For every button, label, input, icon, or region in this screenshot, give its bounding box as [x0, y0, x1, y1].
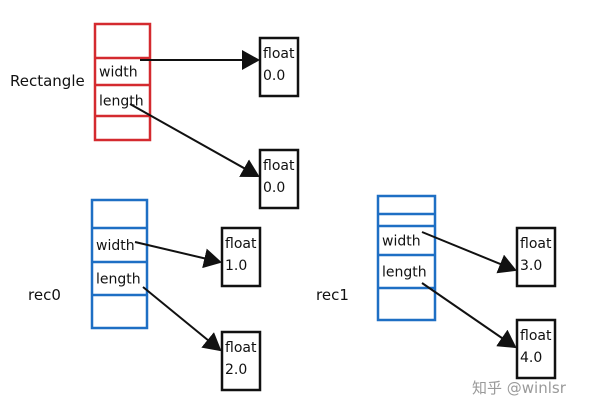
memory-stack-outline [93, 22, 152, 142]
value-type: float [225, 236, 257, 252]
value-box: float 0.0 [258, 36, 300, 98]
value-number: 3.0 [520, 258, 542, 274]
value-box-outline [258, 148, 300, 210]
reference-arrow [421, 282, 517, 349]
reference-arrow [421, 231, 517, 274]
reference-arrow [129, 103, 260, 177]
value-box-outline [515, 318, 557, 380]
watermark-text: 知乎 @winlsr [472, 379, 567, 397]
value-box-outline [258, 36, 300, 98]
value-number: 0.0 [263, 180, 285, 196]
field-label-width: width [96, 238, 135, 254]
field-label-width: width [382, 234, 421, 250]
value-box: float 4.0 [515, 318, 557, 380]
object-rec1: rec1 width float 3.0 length float 4.0 [316, 194, 557, 380]
value-number: 1.0 [225, 258, 247, 274]
object-label: rec0 [28, 286, 61, 304]
value-number: 2.0 [225, 362, 247, 378]
value-type: float [263, 46, 295, 62]
value-type: float [225, 340, 257, 356]
value-box: float 2.0 [220, 330, 262, 392]
object-label: rec1 [316, 286, 349, 304]
reference-arrow [134, 241, 222, 269]
reference-arrow [142, 286, 222, 352]
value-box: float 1.0 [220, 226, 262, 288]
value-box-outline [220, 226, 262, 288]
object-label: Rectangle [10, 72, 85, 90]
value-box: float 0.0 [258, 148, 300, 210]
value-box: float 3.0 [515, 226, 557, 288]
field-label-length: length [96, 272, 141, 288]
field-label-width: width [99, 65, 138, 81]
field-label-length: length [382, 265, 427, 281]
memory-stack-outline [376, 194, 437, 322]
value-type: float [520, 236, 552, 252]
value-box-outline [220, 330, 262, 392]
value-type: float [520, 328, 552, 344]
object-rec0: rec0 width float 1.0 length float 2.0 [28, 198, 262, 392]
memory-stack-outline [90, 198, 149, 330]
value-type: float [263, 158, 295, 174]
value-box-outline [515, 226, 557, 288]
value-number: 0.0 [263, 68, 285, 84]
value-number: 4.0 [520, 350, 542, 366]
